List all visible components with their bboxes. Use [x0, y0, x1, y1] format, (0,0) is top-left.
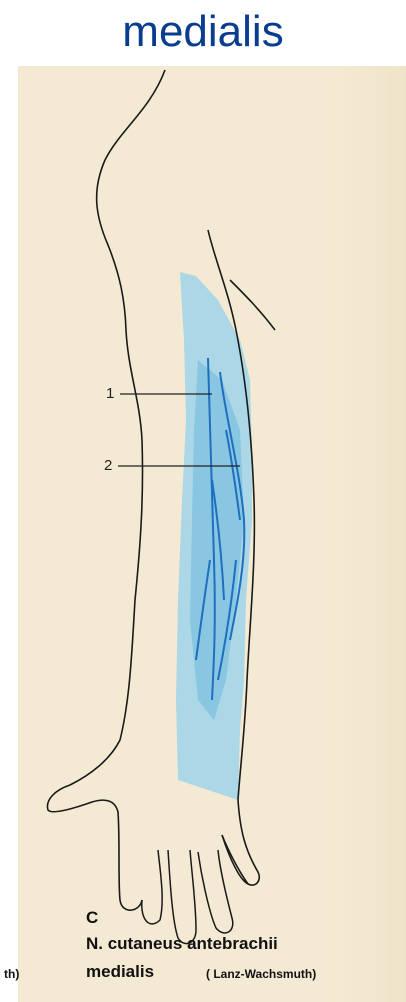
- figure-letter: C: [86, 908, 98, 928]
- caption-line-1: N. cutaneus antebrachii: [86, 934, 278, 954]
- arm-outline-left: [47, 70, 165, 910]
- finger-index: [198, 850, 233, 933]
- finger-middle: [168, 850, 196, 944]
- label-2: 2: [104, 458, 112, 474]
- caption-cut-text: th): [4, 967, 19, 981]
- label-1: 1: [106, 386, 114, 402]
- caption-source: ( Lanz-Wachsmuth): [206, 967, 316, 981]
- finger-ring: [142, 850, 162, 924]
- caption-line-2: medialis: [86, 962, 154, 982]
- shoulder-line: [230, 280, 275, 330]
